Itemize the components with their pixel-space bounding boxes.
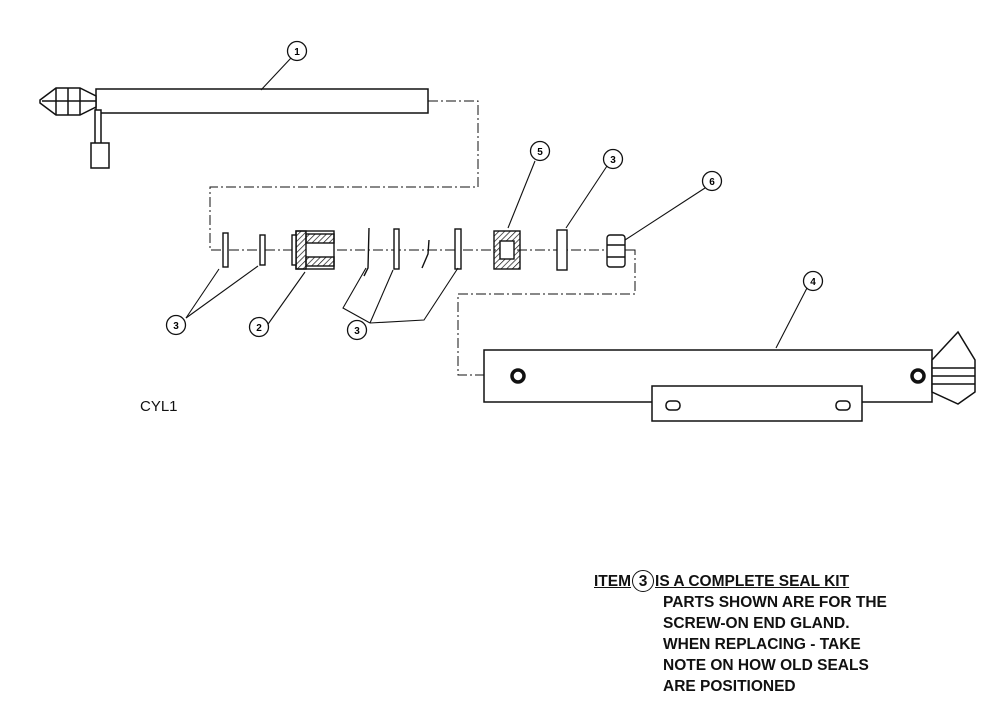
note-suffix: IS A COMPLETE SEAL KIT [655,573,850,590]
svg-text:3: 3 [173,321,179,332]
note-line: ARE POSITIONED [663,678,796,695]
note-line: NOTE ON HOW OLD SEALS [663,657,869,674]
part-seal-left-pair [222,232,266,268]
svg-text:4: 4 [810,277,816,288]
svg-text:6: 6 [709,177,715,188]
part-piston [493,230,521,270]
part-nut [606,234,626,268]
callout-6: 6 [701,170,723,192]
part-seals-middle [363,227,462,277]
part-barrel [483,330,976,422]
part-rod [39,87,429,169]
note-item-callout: 3 [632,570,655,592]
leader-lines [185,57,808,349]
svg-text:5: 5 [537,147,543,158]
svg-text:3: 3 [354,326,360,337]
note-line: WHEN REPLACING - TAKE [663,636,861,653]
callout-1: 1 [286,40,308,62]
callout-3-middle: 3 [346,319,368,341]
note-prefix: ITEM [594,573,632,590]
svg-text:2: 2 [256,323,262,334]
drawing-label: CYL1 [140,398,178,415]
center-lines [209,100,636,376]
callout-5: 5 [529,140,551,162]
part-seal-right [556,229,568,271]
svg-text:1: 1 [294,47,300,58]
callout-3-left: 3 [165,314,187,336]
svg-text:3: 3 [610,155,616,166]
note-line: SCREW-ON END GLAND. [663,615,850,632]
note-line: PARTS SHOWN ARE FOR THE [663,594,887,611]
callout-3-right: 3 [602,148,624,170]
callout-2: 2 [248,316,270,338]
note-body: PARTS SHOWN ARE FOR THE SCREW-ON END GLA… [594,592,887,697]
callout-4: 4 [802,270,824,292]
part-gland [291,230,335,270]
